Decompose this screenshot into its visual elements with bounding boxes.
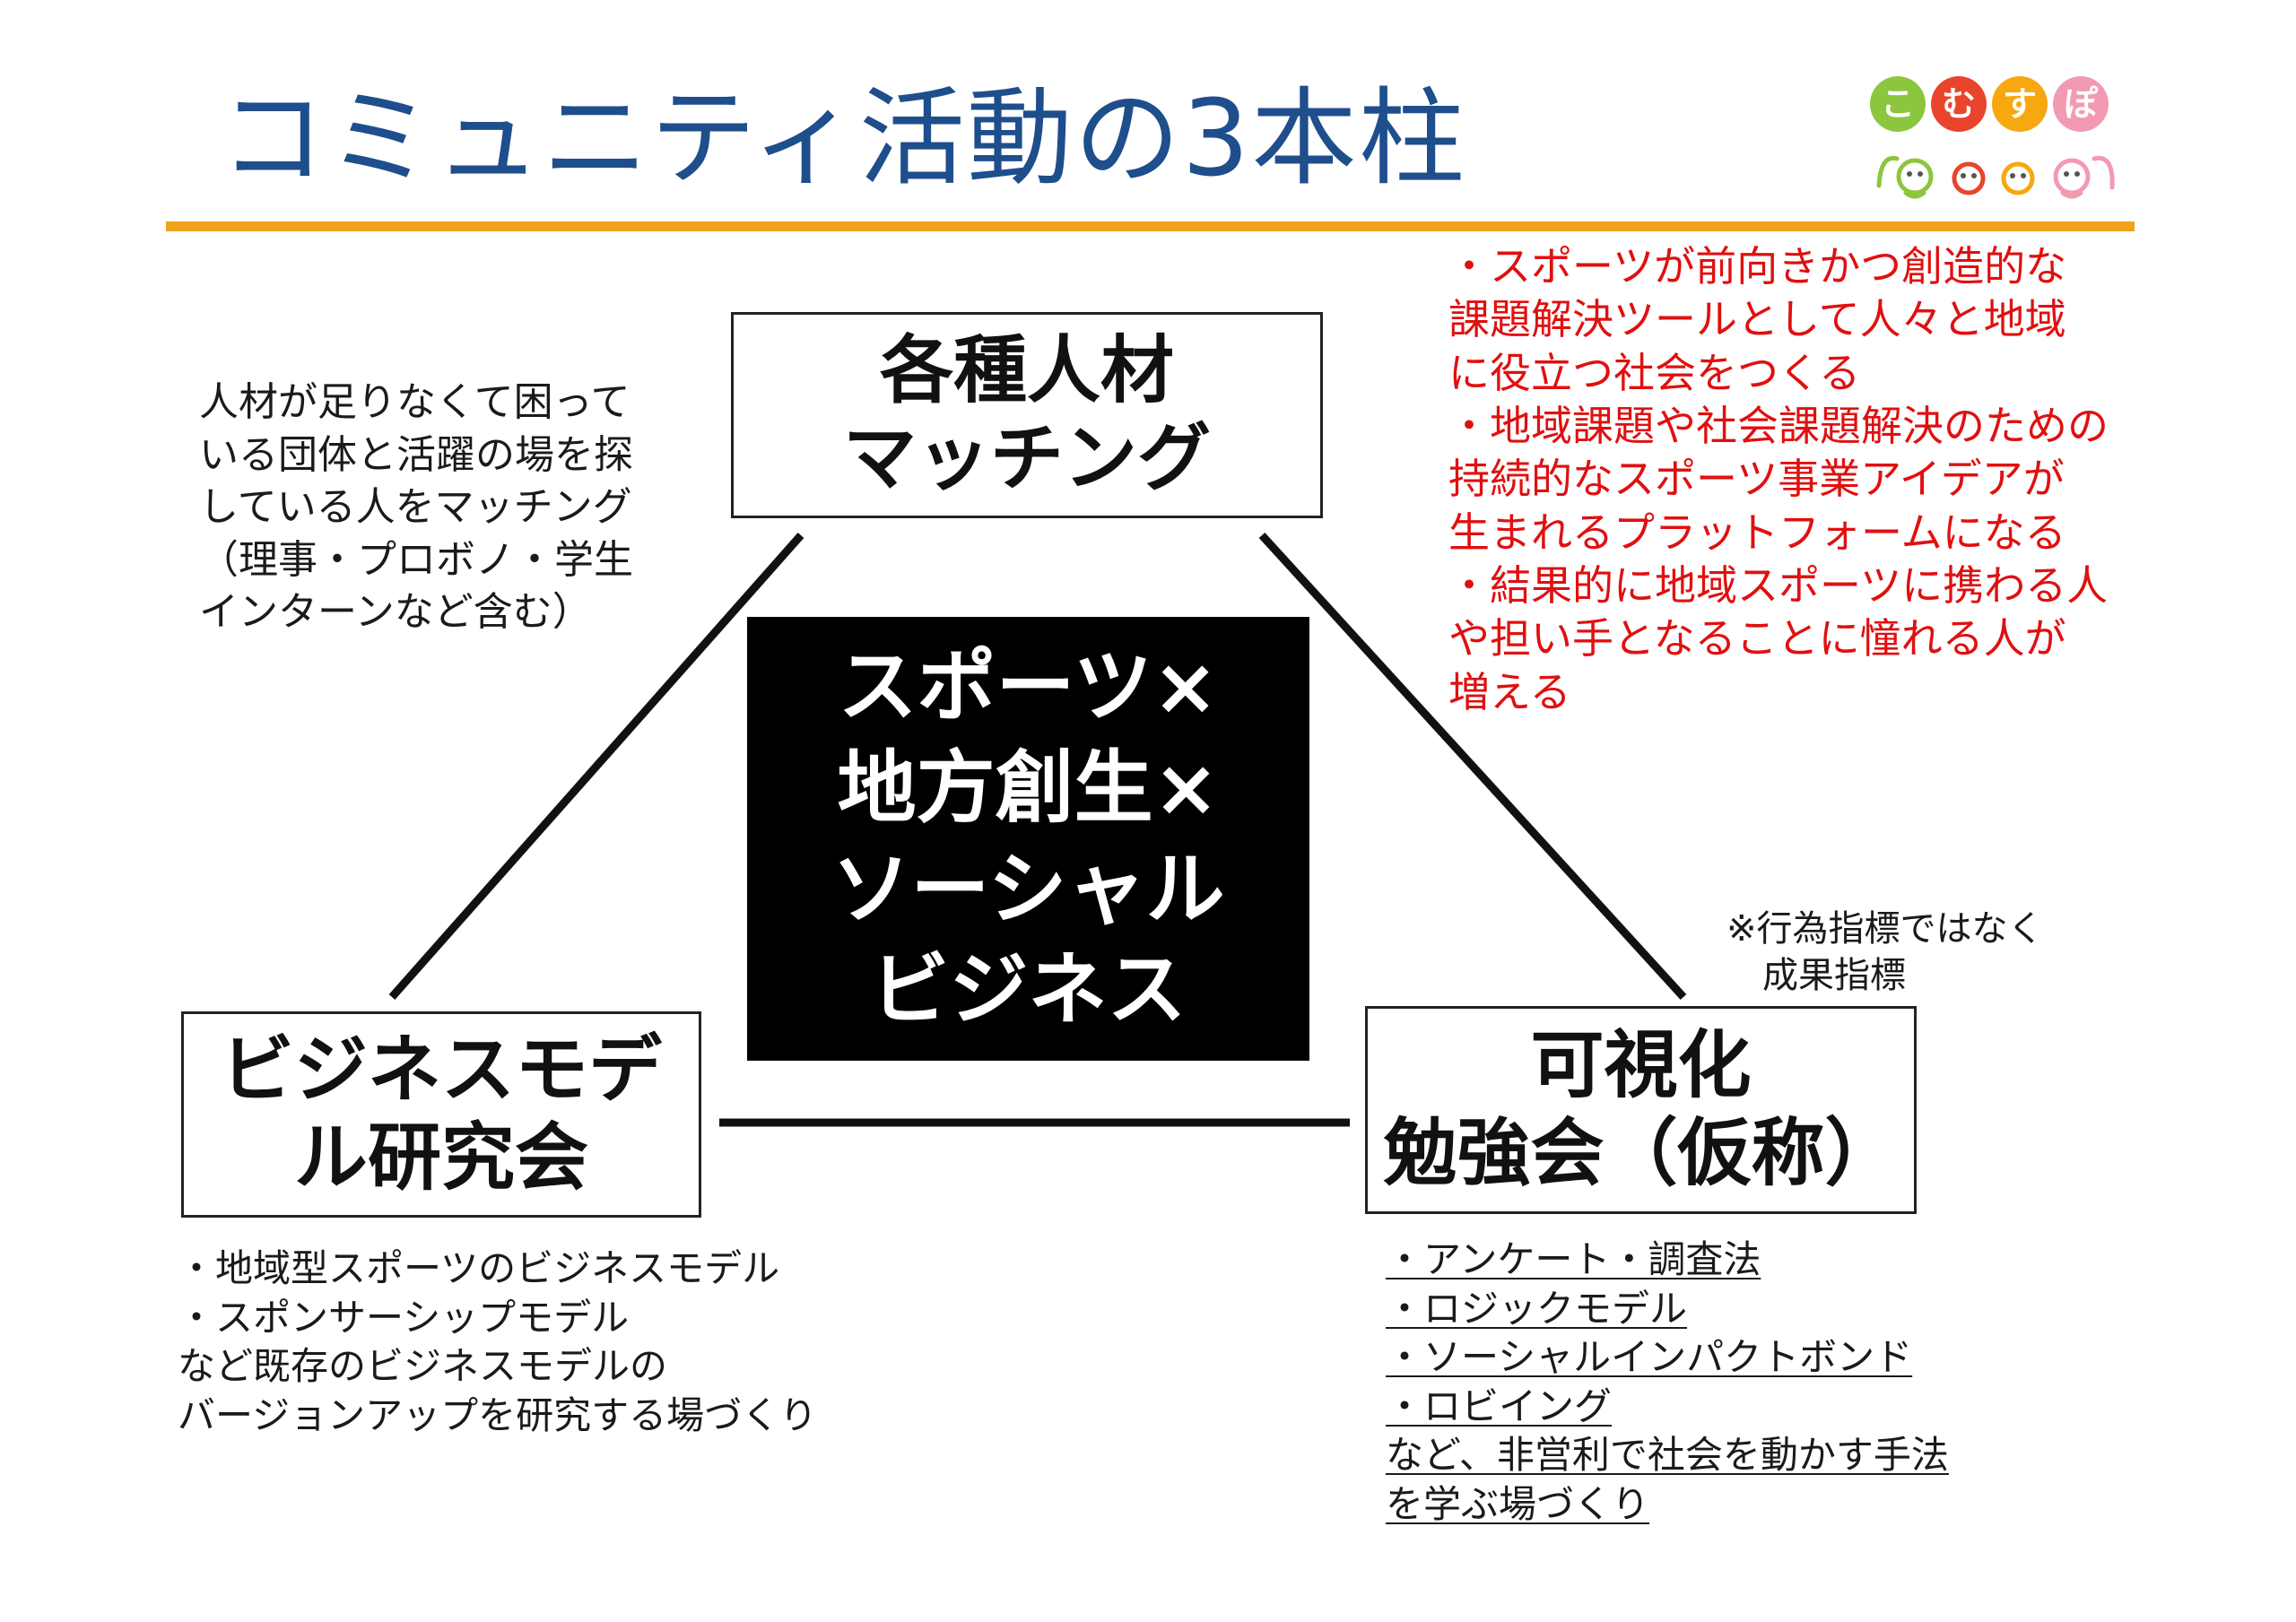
description-line: ・地域型スポーツのビジネスモデル bbox=[178, 1246, 780, 1290]
logo-people-icon bbox=[1876, 155, 2115, 199]
matching-box-line: マッチング bbox=[842, 416, 1211, 501]
page-title: コミュニティ活動の3本柱 bbox=[220, 76, 1466, 200]
visualization-box-line: 可視化 bbox=[1530, 1022, 1752, 1108]
core-theme-line: スポーツ× bbox=[838, 640, 1219, 733]
description-line: （理事・プロボノ・学生 bbox=[199, 536, 633, 583]
goal-line: ・地域課題や社会課題解決のための bbox=[1448, 401, 2109, 450]
title-underline bbox=[166, 221, 2135, 231]
goal-line: 持続的なスポーツ事業アイデアが bbox=[1448, 455, 2065, 504]
connector-top-right bbox=[1258, 532, 1687, 1001]
logo-char: す bbox=[1992, 76, 2048, 132]
matching-box: 各種人材 マッチング bbox=[731, 312, 1323, 518]
visualization-box-line: 勉強会（仮称） bbox=[1383, 1111, 1899, 1196]
description-line: インターンなど含む） bbox=[199, 589, 592, 636]
description-line: を学ぶ場づくり bbox=[1386, 1481, 1650, 1526]
goal-line: 生まれるプラットフォームになる bbox=[1448, 507, 2066, 557]
visualization-description: ・アンケート・調査法 ・ロジックモデル ・ソーシャルインパクトボンド ・ロビイン… bbox=[1386, 1236, 1949, 1530]
description-line: ・ロジックモデル bbox=[1386, 1286, 1688, 1331]
description-line: など既存のビジネスモデルの bbox=[178, 1344, 668, 1389]
description-line: バージョンアップを研究する場づくり bbox=[178, 1392, 818, 1437]
logo-char: こ bbox=[1870, 76, 1926, 132]
goal-line: 増える bbox=[1448, 667, 1571, 716]
metric-note-line: ※行為指標ではなく bbox=[1726, 908, 2044, 950]
goal-line: 課題解決ツールとして人々と地域 bbox=[1448, 295, 2066, 344]
business-model-description: ・地域型スポーツのビジネスモデル ・スポンサーシップモデル など既存のビジネスモ… bbox=[178, 1245, 817, 1440]
matching-box-line: 各種人材 bbox=[879, 327, 1174, 413]
description-line: など、非営利で社会を動かす手法 bbox=[1386, 1433, 1949, 1478]
business-model-box-line: ビジネスモデ bbox=[220, 1027, 662, 1113]
goal-line: ・結果的に地域スポーツに携わる人 bbox=[1448, 560, 2109, 610]
core-theme-line: ビジネス bbox=[870, 943, 1187, 1037]
description-line: ・アンケート・調査法 bbox=[1386, 1237, 1761, 1281]
description-line: ・ロビイング bbox=[1386, 1383, 1613, 1428]
visualization-box: 可視化 勉強会（仮称） bbox=[1365, 1006, 1917, 1214]
business-model-box: ビジネスモデ ル研究会 bbox=[181, 1011, 701, 1218]
description-line: している人をマッチング bbox=[199, 484, 632, 531]
logo-wordmark: こ む す ぽ bbox=[1870, 76, 2139, 132]
logo-char: ぽ bbox=[2053, 76, 2109, 132]
goal-line: ・スポーツが前向きかつ創造的な bbox=[1448, 242, 2067, 291]
business-model-box-line: ル研究会 bbox=[293, 1115, 588, 1201]
metric-note-line: 成果指標 bbox=[1726, 955, 1906, 996]
description-line: いる団体と活躍の場を探 bbox=[199, 431, 633, 478]
core-theme-line: ソーシャル bbox=[831, 842, 1225, 935]
core-theme-box: スポーツ× 地方創生× ソーシャル ビジネス bbox=[747, 617, 1309, 1061]
connector-top-left bbox=[388, 533, 804, 1000]
goal-line: に役立つ社会をつくる bbox=[1448, 348, 1861, 397]
description-line: 人材が足りなくて困って bbox=[199, 379, 631, 425]
logo-char: む bbox=[1931, 76, 1987, 132]
description-line: ・スポンサーシップモデル bbox=[178, 1295, 630, 1340]
komusupo-logo: こ む す ぽ bbox=[1870, 76, 2139, 220]
matching-description: 人材が足りなくて困って いる団体と活躍の場を探 している人をマッチング （理事・… bbox=[199, 377, 633, 639]
metric-note: ※行為指標ではなく 成果指標 bbox=[1726, 906, 2044, 999]
core-theme-line: 地方創生× bbox=[837, 741, 1220, 834]
goal-line: や担い手となることに憧れる人が bbox=[1448, 614, 2066, 664]
description-line: ・ソーシャルインパクトボンド bbox=[1386, 1335, 1913, 1380]
goals-description: ・スポーツが前向きかつ創造的な 課題解決ツールとして人々と地域 に役立つ社会をつ… bbox=[1448, 240, 2109, 719]
